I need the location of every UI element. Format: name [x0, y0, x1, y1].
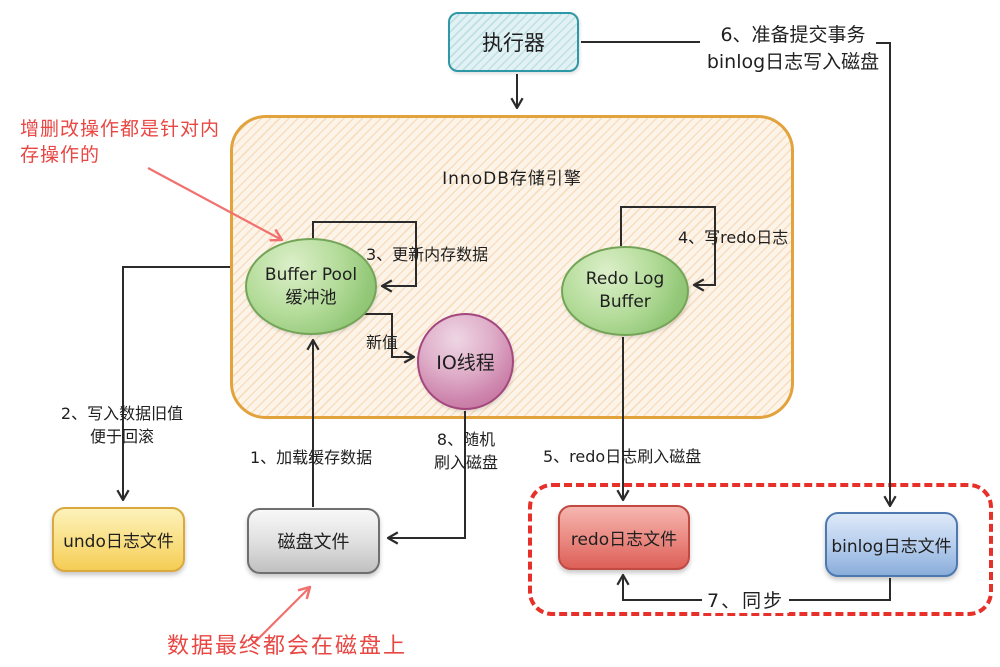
step6-label: 6、准备提交事务 binlog日志写入磁盘: [693, 22, 893, 76]
memory-operation-note: 增删改操作都是针对内 存操作的: [20, 116, 260, 168]
memory-note-line2: 存操作的: [20, 144, 101, 166]
step4-label: 4、写redo日志: [678, 228, 789, 247]
disk-file-node: 磁盘文件: [247, 508, 380, 574]
arrow-step6-to-binlog-file: [876, 42, 897, 508]
binlog-file-node: binlog日志文件: [825, 512, 958, 577]
step8-line1: 8、随机: [436, 430, 496, 449]
step5-label: 5、redo日志刷入磁盘: [543, 447, 702, 466]
undo-log-file-label: undo日志文件: [63, 532, 174, 552]
executor-label: 执行器: [482, 31, 545, 55]
arrow-step2-to-undo-file: [116, 266, 230, 502]
binlog-file-label: binlog日志文件: [831, 537, 952, 557]
disk-log-files-group: [528, 483, 993, 616]
undo-log-file-node: undo日志文件: [52, 507, 185, 572]
io-thread-label: IO线程: [436, 352, 495, 374]
buffer-pool-node: Buffer Pool 缓冲池: [245, 238, 377, 335]
new-value-label: 新值: [366, 333, 399, 352]
buffer-pool-label-zh: 缓冲池: [285, 287, 337, 308]
step1-label: 1、加载缓存数据: [250, 448, 373, 467]
step2-line1: 2、写入数据旧值: [60, 404, 184, 423]
io-thread-node: IO线程: [417, 313, 514, 410]
step2-label: 2、写入数据旧值 便于回滚: [42, 402, 202, 448]
step2-line2: 便于回滚: [89, 427, 154, 446]
memory-note-line1: 增删改操作都是针对内: [20, 118, 221, 140]
step6-line1: 6、准备提交事务: [720, 24, 866, 46]
disk-file-label: 磁盘文件: [277, 532, 350, 553]
disk-final-note: 数据最终都会在磁盘上: [167, 634, 408, 659]
redo-log-buffer-label-2: Buffer: [599, 292, 651, 312]
step7-sync-label: 7、同步: [702, 586, 790, 613]
step3-label: 3、更新内存数据: [366, 245, 489, 264]
redo-log-buffer-label-1: Redo Log: [585, 269, 665, 289]
redo-log-buffer-node: Redo Log Buffer: [561, 246, 689, 336]
executor-node: 执行器: [448, 12, 579, 72]
innodb-engine-title: InnoDB存储引擎: [442, 169, 582, 189]
redo-log-file-node: redo日志文件: [558, 505, 690, 570]
step8-label: 8、随机 刷入磁盘: [421, 428, 511, 474]
redo-log-file-label: redo日志文件: [570, 530, 678, 550]
buffer-pool-label-en: Buffer Pool: [264, 264, 358, 285]
step8-line2: 刷入磁盘: [433, 453, 498, 472]
step6-line2: binlog日志写入磁盘: [706, 51, 880, 73]
